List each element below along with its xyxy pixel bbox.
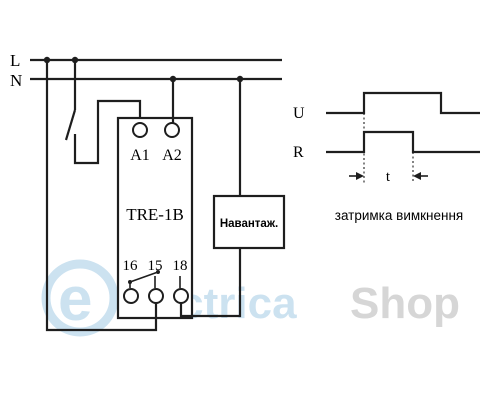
terminal-label-a1: A1 — [130, 147, 150, 164]
signal-u-trace — [326, 91, 480, 115]
load-label: Навантаж. — [220, 218, 278, 230]
line-label-l: L — [10, 51, 20, 70]
terminal-label-15: 15 — [148, 258, 163, 274]
terminal-18 — [173, 288, 189, 304]
timing-diagram: U R t затримка вимкнення — [293, 91, 480, 223]
wire-18-to-load — [179, 248, 242, 318]
terminal-a2 — [164, 122, 180, 138]
terminal-label-16: 16 — [123, 258, 139, 274]
signal-label-r: R — [293, 144, 304, 161]
wire-l-to-15 — [45, 60, 158, 332]
terminal-label-18: 18 — [173, 258, 188, 274]
terminal-15 — [148, 288, 164, 304]
relay-name: TRE-1B — [126, 205, 184, 224]
terminal-a1 — [132, 122, 148, 138]
relay-contact — [128, 270, 181, 288]
watermark-logo: e electrica Shop — [41, 259, 460, 337]
terminal-16 — [123, 288, 139, 304]
watermark-logo-e: e — [58, 265, 92, 334]
control-switch — [64, 60, 142, 165]
delay-label-t: t — [386, 169, 391, 185]
signal-r-trace — [326, 130, 480, 154]
timing-caption: затримка вимкнення — [335, 208, 463, 223]
load-box — [212, 194, 286, 250]
terminal-label-a2: A2 — [162, 147, 182, 164]
delay-arrow — [349, 172, 428, 180]
line-label-n: N — [10, 71, 22, 90]
signal-label-u: U — [293, 105, 305, 122]
watermark-text-shop: Shop — [350, 279, 460, 328]
